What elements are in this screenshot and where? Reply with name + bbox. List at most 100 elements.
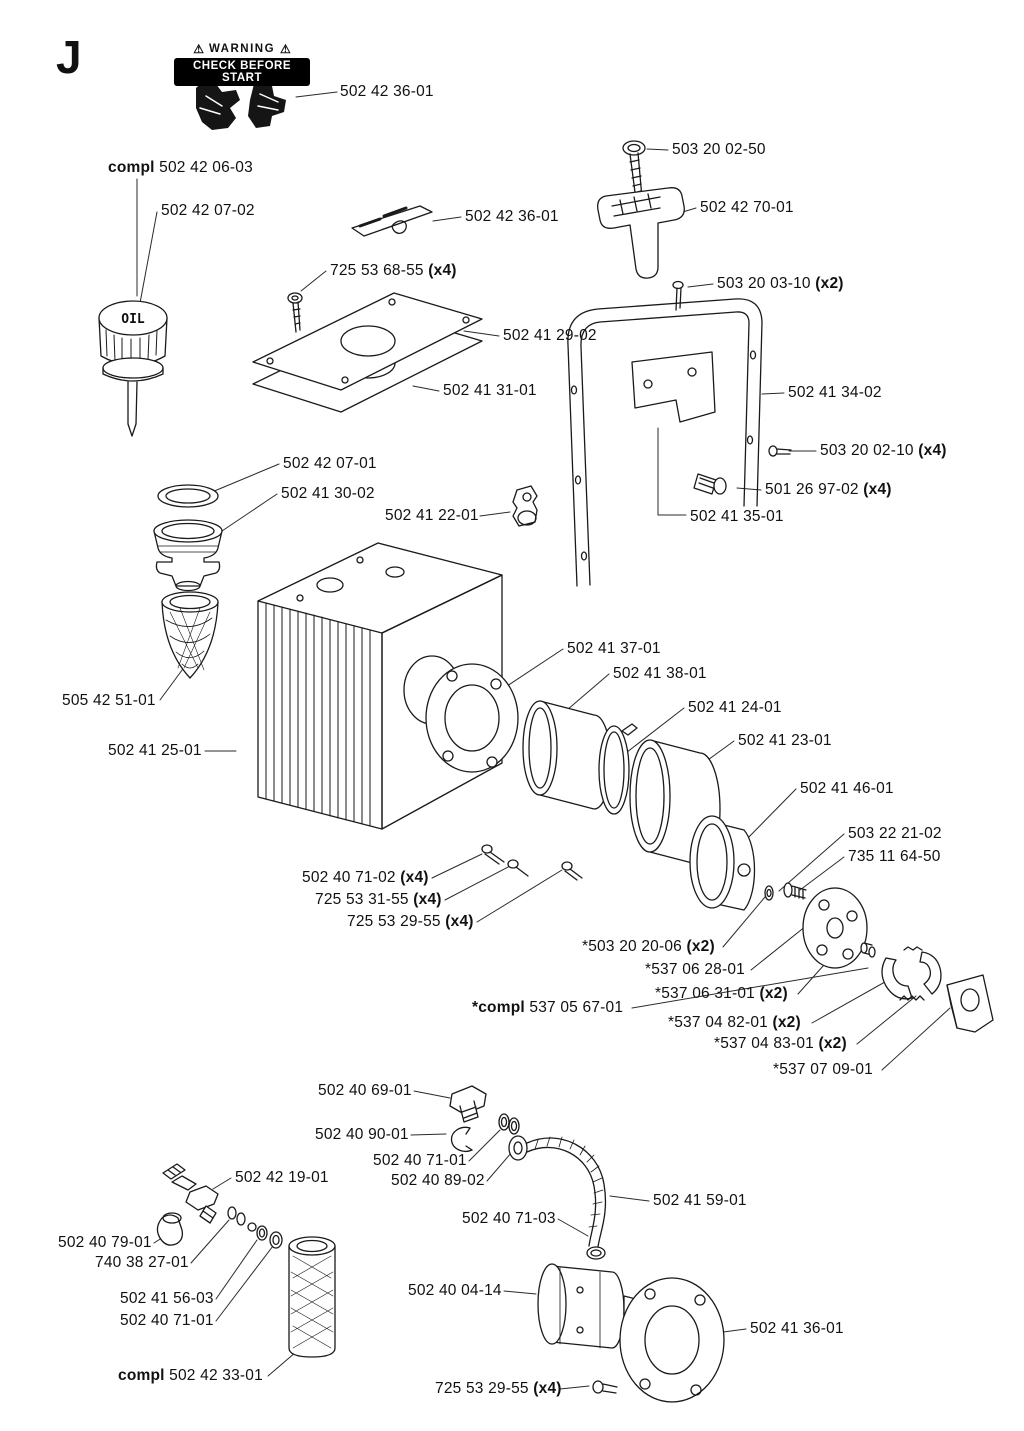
- part-label: compl 502 42 33-01: [118, 1367, 263, 1384]
- part-label: *537 07 09-01: [773, 1061, 873, 1078]
- warning-banner: CHECK BEFORE START: [174, 58, 310, 86]
- part-hose-washer-icon: [586, 1246, 606, 1260]
- part-label: 502 41 38-01: [613, 665, 707, 682]
- part-label: *537 04 82-01 (x2): [668, 1014, 801, 1031]
- part-frame-strap-icon: [567, 298, 763, 587]
- part-filter-cartridge-icon: [288, 1236, 336, 1358]
- part-bracket-plate-icon: [631, 351, 716, 423]
- part-hose-clamp-icon: [450, 1126, 473, 1153]
- part-label: 502 42 19-01: [235, 1169, 329, 1186]
- part-handle-icon: [597, 187, 685, 279]
- part-label: 725 53 31-55 (x4): [315, 891, 442, 908]
- part-label: 725 53 68-55 (x4): [330, 262, 457, 279]
- part-flange-bottom-icon: [619, 1277, 725, 1403]
- part-label: 502 41 30-02: [281, 485, 375, 502]
- part-oil-cap-icon: OIL: [98, 300, 168, 437]
- part-label: 502 42 36-01: [465, 208, 559, 225]
- part-decal-icon: [351, 205, 433, 237]
- part-clamp-icon: [512, 485, 538, 527]
- part-label: 502 40 04-14: [408, 1282, 502, 1299]
- part-inlet-fitting-icon: [162, 1163, 219, 1224]
- part-label: 502 41 59-01: [653, 1192, 747, 1209]
- part-label: 502 40 71-01: [373, 1152, 467, 1169]
- part-label: 502 41 34-02: [788, 384, 882, 401]
- warning-triangle-icon: ⚠: [193, 42, 204, 56]
- part-carrier-disc-icon: [802, 887, 868, 969]
- part-banjo-icon: [498, 1113, 528, 1161]
- part-label: 502 40 69-01: [318, 1082, 412, 1099]
- part-sleeve-icon: [522, 700, 612, 810]
- part-flange-front-icon: [425, 663, 519, 773]
- part-screw-bottom-icon: [592, 1380, 618, 1394]
- part-drum-icon: [689, 815, 756, 911]
- part-label: 502 41 31-01: [443, 382, 537, 399]
- warning-pictograms-icon: [196, 81, 286, 130]
- part-label: 740 38 27-01: [95, 1254, 189, 1271]
- part-funnel-icon: [153, 519, 223, 592]
- part-label: 725 53 29-55 (x4): [347, 913, 474, 930]
- part-washer-set-icon: [256, 1225, 283, 1249]
- part-screw-plate-icon: [287, 292, 303, 333]
- part-valve-bits-icon: [227, 1206, 257, 1232]
- part-label: 502 40 79-01: [58, 1234, 152, 1251]
- part-label: 502 41 22-01: [385, 507, 479, 524]
- part-washer-screw-icon: [764, 882, 807, 901]
- part-label: 502 40 90-01: [315, 1126, 409, 1143]
- part-label: *537 04 83-01 (x2): [714, 1035, 847, 1052]
- part-label: *537 06 28-01: [645, 961, 745, 978]
- part-label: 502 41 25-01: [108, 742, 202, 759]
- part-label: 502 40 71-02 (x4): [302, 869, 429, 886]
- part-label: 502 42 07-01: [283, 455, 377, 472]
- part-label: 502 40 71-03: [462, 1210, 556, 1227]
- part-label: 725 53 29-55 (x4): [435, 1380, 562, 1397]
- part-engine-block-icon: [257, 542, 503, 830]
- part-cap-icon: [156, 1212, 184, 1246]
- part-label: 503 22 21-02: [848, 825, 942, 842]
- part-block-screws-icon: [481, 844, 583, 881]
- part-label: 502 41 35-01: [690, 508, 784, 525]
- part-label: *537 06 31-01 (x2): [655, 985, 788, 1002]
- section-letter: J: [56, 31, 83, 83]
- part-plate-upper-icon: [252, 292, 483, 391]
- part-oil-pump-icon: [537, 1263, 655, 1349]
- part-label: 505 42 51-01: [62, 692, 156, 709]
- part-label: 502 41 24-01: [688, 699, 782, 716]
- part-label: *503 20 20-06 (x2): [582, 938, 715, 955]
- part-cone-filter-icon: [161, 591, 219, 679]
- part-ring-icon: [598, 723, 638, 815]
- part-label: 501 26 97-02 (x4): [765, 481, 892, 498]
- part-hose-icon: [526, 1136, 607, 1248]
- part-label: 735 11 64-50: [848, 848, 941, 865]
- warning-title: ⚠ WARNING ⚠: [174, 42, 310, 56]
- warning-triangle-icon: ⚠: [280, 42, 291, 56]
- part-label: 502 41 46-01: [800, 780, 894, 797]
- part-hub-pin-icon: [860, 942, 876, 958]
- part-label: 502 40 71-01: [120, 1312, 214, 1329]
- part-label: 503 20 03-10 (x2): [717, 275, 844, 292]
- warning-label: ⚠ WARNING ⚠ CHECK BEFORE START: [174, 42, 310, 86]
- part-label: 502 41 37-01: [567, 640, 661, 657]
- part-screw-small-icon: [672, 280, 684, 311]
- part-label: 502 42 36-01: [340, 83, 434, 100]
- part-label: 502 41 36-01: [750, 1320, 844, 1337]
- warning-title-text: WARNING: [208, 43, 276, 55]
- part-label: 503 20 02-50: [672, 141, 766, 158]
- part-oring-icon: [157, 484, 219, 508]
- part-label: 502 41 56-03: [120, 1290, 214, 1307]
- part-label: 502 42 07-02: [161, 202, 255, 219]
- part-label: compl 502 42 06-03: [108, 159, 253, 176]
- part-screw-top-icon: [622, 140, 646, 201]
- part-label: *compl 537 05 67-01: [472, 999, 624, 1016]
- part-connector-icon: [693, 473, 727, 495]
- part-clutch-bracket-icon: [946, 974, 994, 1033]
- part-label: 503 20 02-10 (x4): [820, 442, 947, 459]
- part-label: 502 41 23-01: [738, 732, 832, 749]
- leader-lines: [136, 91, 951, 1390]
- part-clutch-shoes-icon: [881, 946, 942, 1001]
- oil-cap-text: OIL: [121, 312, 145, 327]
- part-screw-side-icon: [768, 445, 792, 457]
- part-outlet-fitting-icon: [449, 1085, 487, 1123]
- part-label: 502 41 29-02: [503, 327, 597, 344]
